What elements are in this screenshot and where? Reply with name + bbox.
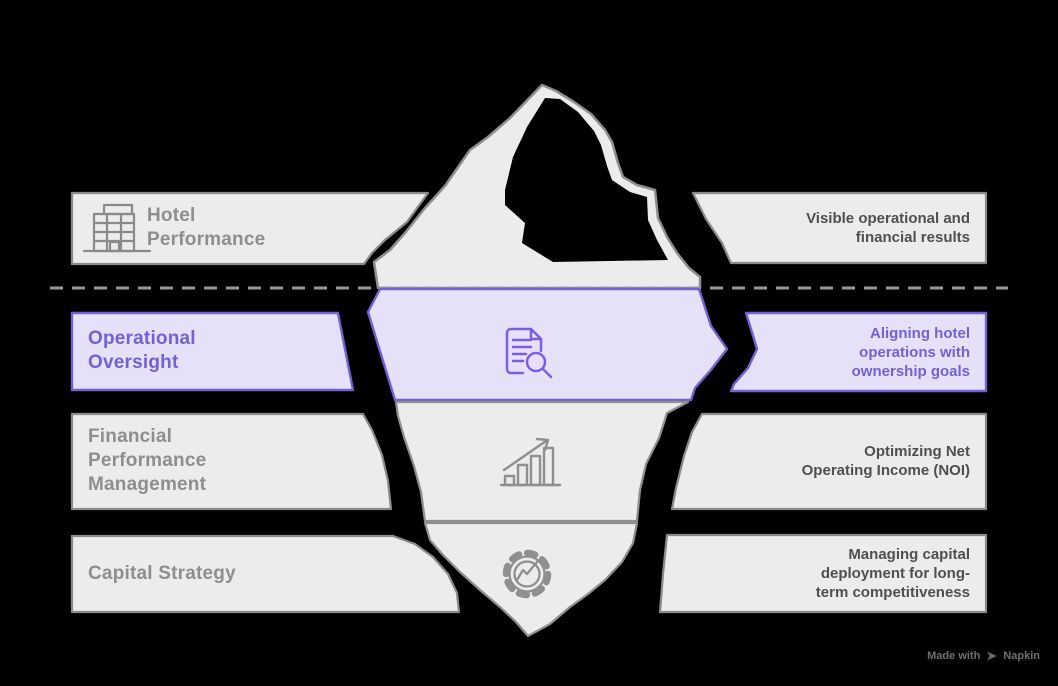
watermark-brand: Napkin — [1003, 650, 1040, 662]
row-label-capital-strategy: Capital Strategy — [88, 563, 236, 584]
row-description-financial-performance: Optimizing Net Operating Income (NOI) — [801, 443, 970, 479]
iceberg-band-operational — [366, 287, 729, 402]
row-label-financial-performance: Financial Performance Management — [88, 426, 207, 495]
panel-right-managing-capital — [658, 533, 988, 614]
panel-right-aligning-goals — [729, 311, 988, 393]
bar-chart-growth-icon — [499, 437, 562, 487]
panel-left-capital-strategy — [70, 534, 461, 614]
panel-right-optimizing-noi — [670, 412, 988, 511]
row-description-capital-strategy: Managing capital deployment for long- te… — [815, 546, 970, 601]
row-description-operational-oversight: Aligning hotel operations with ownership… — [851, 325, 970, 380]
row-label-operational-oversight: Operational Oversight — [88, 328, 196, 373]
row-description-hotel-performance: Visible operational and financial result… — [806, 210, 970, 246]
panel-right-visible-results — [691, 191, 988, 265]
iceberg-tip-hollow — [505, 98, 668, 262]
gear-analytics-icon — [502, 549, 552, 599]
panel-left-hotel-performance — [70, 191, 430, 266]
row-label-hotel-performance: Hotel Performance — [147, 205, 266, 250]
watermark-prefix: Made with — [927, 650, 981, 662]
document-search-icon — [505, 327, 553, 379]
panel-left-financial-performance — [70, 412, 393, 511]
napkin-pen-icon — [987, 651, 997, 661]
iceberg-band-financial — [394, 400, 690, 523]
panel-left-operational-oversight — [70, 311, 355, 392]
napkin-watermark[interactable]: Made with Napkin — [927, 650, 1040, 662]
iceberg-bottom-point — [423, 521, 639, 638]
building-icon — [82, 203, 152, 253]
